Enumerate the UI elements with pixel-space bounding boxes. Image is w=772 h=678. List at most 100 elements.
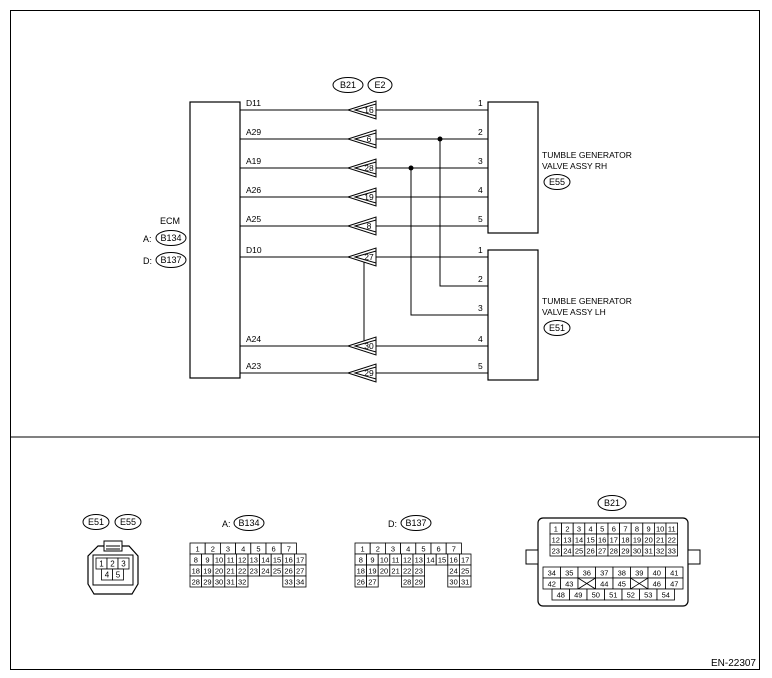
ecm-pin-label: D11 xyxy=(246,98,261,108)
pin-number: 15 xyxy=(586,536,594,545)
lh-valve-box xyxy=(487,249,539,381)
top-conn-label-e2: E2 xyxy=(374,80,385,90)
inline-triangle-inner xyxy=(353,250,377,264)
inline-pin-label: 27 xyxy=(364,252,374,262)
inline-triangle-inner xyxy=(353,161,377,175)
inline-pin-label: 28 xyxy=(364,163,374,173)
pin-number: 13 xyxy=(415,556,423,565)
pin-cell xyxy=(665,544,679,557)
inline-connector-mark: 29 xyxy=(346,363,377,383)
pin-cell xyxy=(458,575,472,588)
pin-number: 18 xyxy=(357,567,365,576)
pin-number: 46 xyxy=(653,580,661,589)
pin-number: 19 xyxy=(203,567,211,576)
pin-number: 8 xyxy=(635,525,639,534)
pin-number: 25 xyxy=(575,547,583,556)
lh-valve-title-1: TUMBLE GENERATOR xyxy=(542,296,632,306)
pin-number: 14 xyxy=(575,536,583,545)
pin-number: 6 xyxy=(437,545,441,554)
valve-pin-label: 4 xyxy=(478,185,483,195)
inline-connector-mark: 19 xyxy=(346,187,377,207)
pin-blank-mark xyxy=(630,577,649,590)
pin-number: 1 xyxy=(361,545,365,554)
inline-connector-mark: 27 xyxy=(346,247,377,267)
pin-number: 30 xyxy=(633,547,641,556)
conn-b21-oval xyxy=(597,495,627,511)
valve-pin-label: 2 xyxy=(478,274,483,284)
pin-number: 4 xyxy=(406,545,410,554)
pin-number: 45 xyxy=(618,580,626,589)
pin-number: 36 xyxy=(583,569,591,578)
pin-number: 17 xyxy=(296,556,304,565)
pin-number: 23 xyxy=(415,567,423,576)
lh-valve-conn-oval xyxy=(543,320,571,336)
inline-connector-mark: 16 xyxy=(346,100,377,120)
pin-number: 26 xyxy=(586,547,594,556)
pin-number: 32 xyxy=(238,578,246,587)
valve-pin-label: 5 xyxy=(478,214,483,224)
conn-b137-prefix: D: xyxy=(388,519,397,529)
pin-number: 2 xyxy=(376,545,380,554)
pin-number: 32 xyxy=(656,547,664,556)
pin-number: 2 xyxy=(565,525,569,534)
conn-e55-label: E55 xyxy=(120,517,136,527)
top-conn-oval-e2 xyxy=(367,77,393,93)
pin-number: 24 xyxy=(261,567,269,576)
ecm-pin-label: A19 xyxy=(246,156,261,166)
pin-number: 17 xyxy=(461,556,469,565)
conn-b137-label: B137 xyxy=(405,518,426,528)
pin-number: 52 xyxy=(627,591,635,600)
pin-number: 34 xyxy=(296,578,304,587)
pin-number: 27 xyxy=(598,547,606,556)
pin-number: 14 xyxy=(426,556,434,565)
inline-triangle-inner xyxy=(353,366,377,380)
pin-number: 30 xyxy=(449,578,457,587)
pin-number: 25 xyxy=(461,567,469,576)
valve-pin-label: 3 xyxy=(478,156,483,166)
pin-number: 22 xyxy=(238,567,246,576)
pin-number: 1 xyxy=(99,560,104,569)
inline-pin-label: 6 xyxy=(367,134,372,144)
pin-number: 29 xyxy=(621,547,629,556)
pin-number: 27 xyxy=(368,578,376,587)
pin-number: 25 xyxy=(273,567,281,576)
conn-e51-oval xyxy=(82,514,110,530)
ecm-conn-d-label: B137 xyxy=(160,255,181,265)
pin-number: 42 xyxy=(548,580,556,589)
valve-pin-label: 1 xyxy=(478,98,483,108)
pin-number: 33 xyxy=(284,578,292,587)
conn-b134-oval xyxy=(233,515,265,531)
pin-number: 31 xyxy=(644,547,652,556)
inline-pin-label: 16 xyxy=(364,105,374,115)
ecm-conn-a-label: B134 xyxy=(160,233,181,243)
inline-pin-label: 30 xyxy=(364,341,374,351)
pin-number: 10 xyxy=(380,556,388,565)
rh-valve-title-1: TUMBLE GENERATOR xyxy=(542,150,632,160)
pin-number: 29 xyxy=(415,578,423,587)
inline-triangle-inner xyxy=(353,339,377,353)
diagram-frame xyxy=(10,10,760,670)
pin-number: 9 xyxy=(205,556,209,565)
pin-number: 8 xyxy=(194,556,198,565)
ecm-conn-a-oval xyxy=(155,230,187,246)
pin-number: 3 xyxy=(226,545,230,554)
pin-number: 21 xyxy=(391,567,399,576)
valve-pin-label: 5 xyxy=(478,361,483,371)
pin-number: 38 xyxy=(618,569,626,578)
inline-pin-label: 8 xyxy=(367,221,372,231)
wire-branch-3 xyxy=(410,168,488,316)
inline-connector-mark: 28 xyxy=(346,158,377,178)
conn-b134-label: B134 xyxy=(238,518,259,528)
pin-number: 23 xyxy=(552,547,560,556)
pin-number: 10 xyxy=(656,525,664,534)
pin-number: 37 xyxy=(600,569,608,578)
ecm-conn-d-prefix: D: xyxy=(143,256,152,266)
pin-number: 20 xyxy=(644,536,652,545)
pin-number: 4 xyxy=(241,545,245,554)
pin-number: 49 xyxy=(574,591,582,600)
pin-number: 9 xyxy=(370,556,374,565)
pin-number: 23 xyxy=(250,567,258,576)
